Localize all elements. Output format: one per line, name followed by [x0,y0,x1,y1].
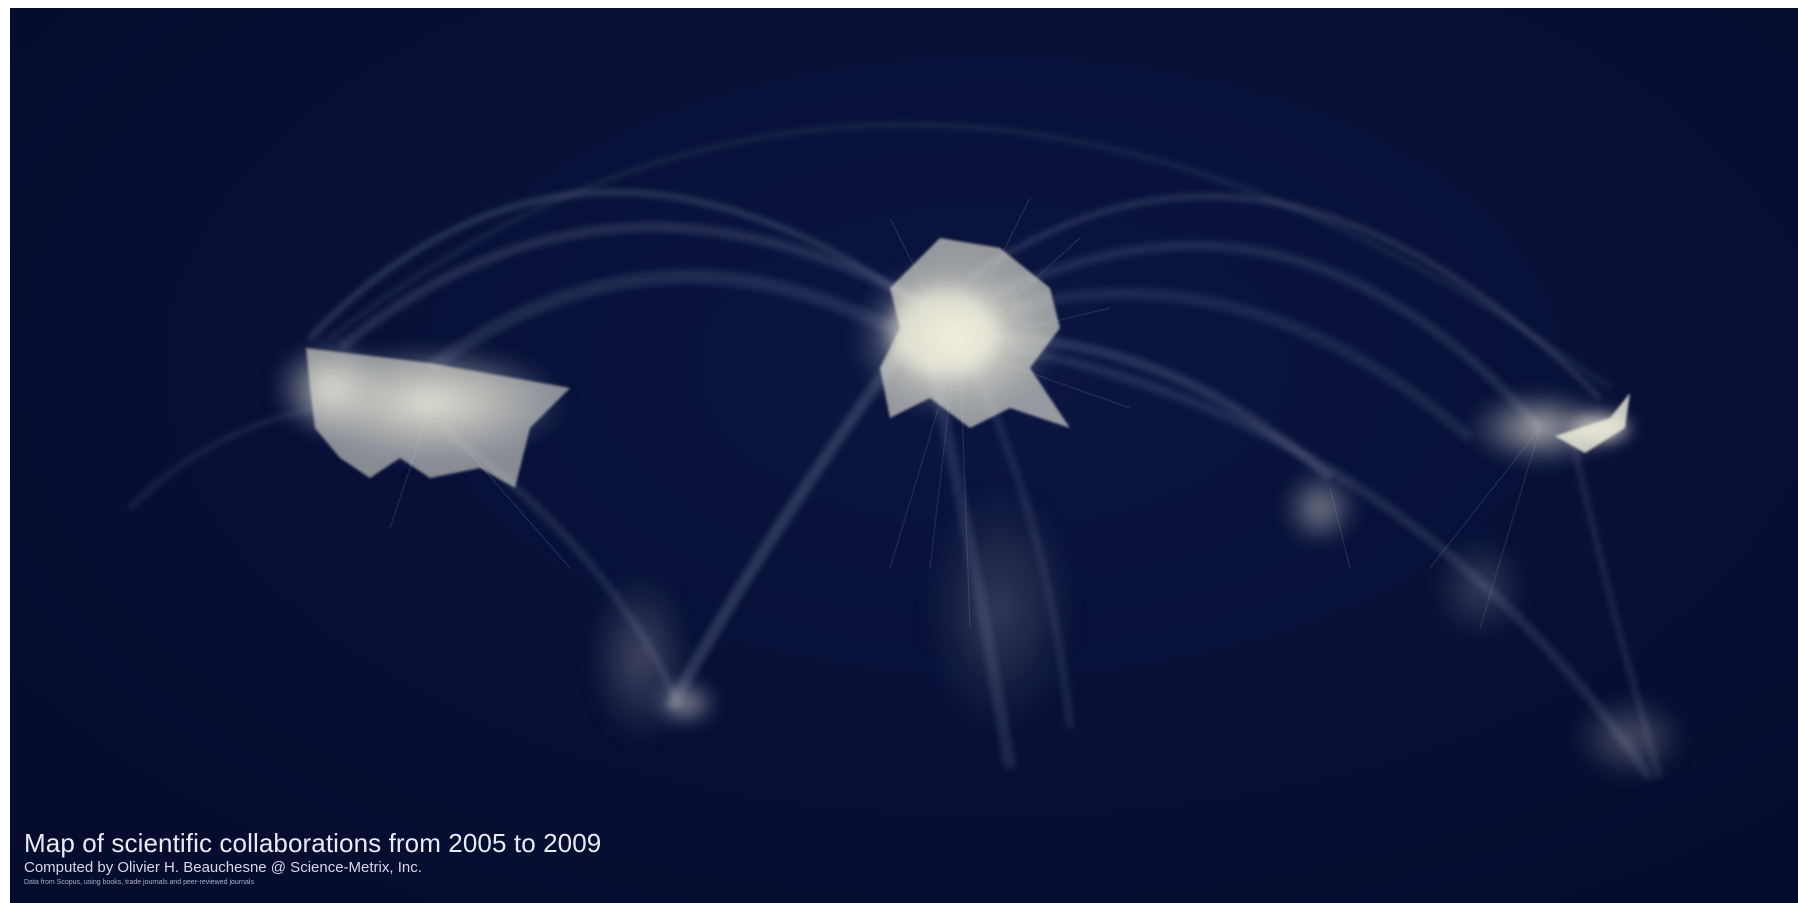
glow-africa [920,478,1080,738]
glow-india [1280,468,1360,548]
europe-shape [880,238,1070,428]
arc-europe-asia-3 [1008,287,1474,443]
collaboration-map [127,122,1690,783]
map-title: Map of scientific collaborations from 20… [24,828,602,858]
continent-highlights [306,238,1630,488]
japan-shape [1555,393,1630,453]
fine-strands [389,197,1541,629]
north-america-shape [306,348,570,488]
glow-australia [1570,693,1690,783]
glow-south-america [585,568,695,748]
map-frame: Map of scientific collaborations from 20… [10,8,1798,903]
map-credit: Computed by Olivier H. Beauchesne @ Scie… [24,859,422,876]
arc-na-europe-3 [425,269,894,374]
arc-na-europe-1 [307,189,912,341]
arc-na-asia-1 [328,122,1612,391]
arc-na-europe-2 [336,222,933,352]
map-caption: Map of scientific collaborations from 20… [24,828,601,889]
arc-europe-asia-2 [987,240,1544,432]
arc-europe-australia [1009,343,1655,781]
arc-europe-southamerica [664,334,915,711]
map-source-note: Data from Scopus, using books, trade jou… [24,879,254,886]
glow-southeast-asia [1430,533,1530,643]
